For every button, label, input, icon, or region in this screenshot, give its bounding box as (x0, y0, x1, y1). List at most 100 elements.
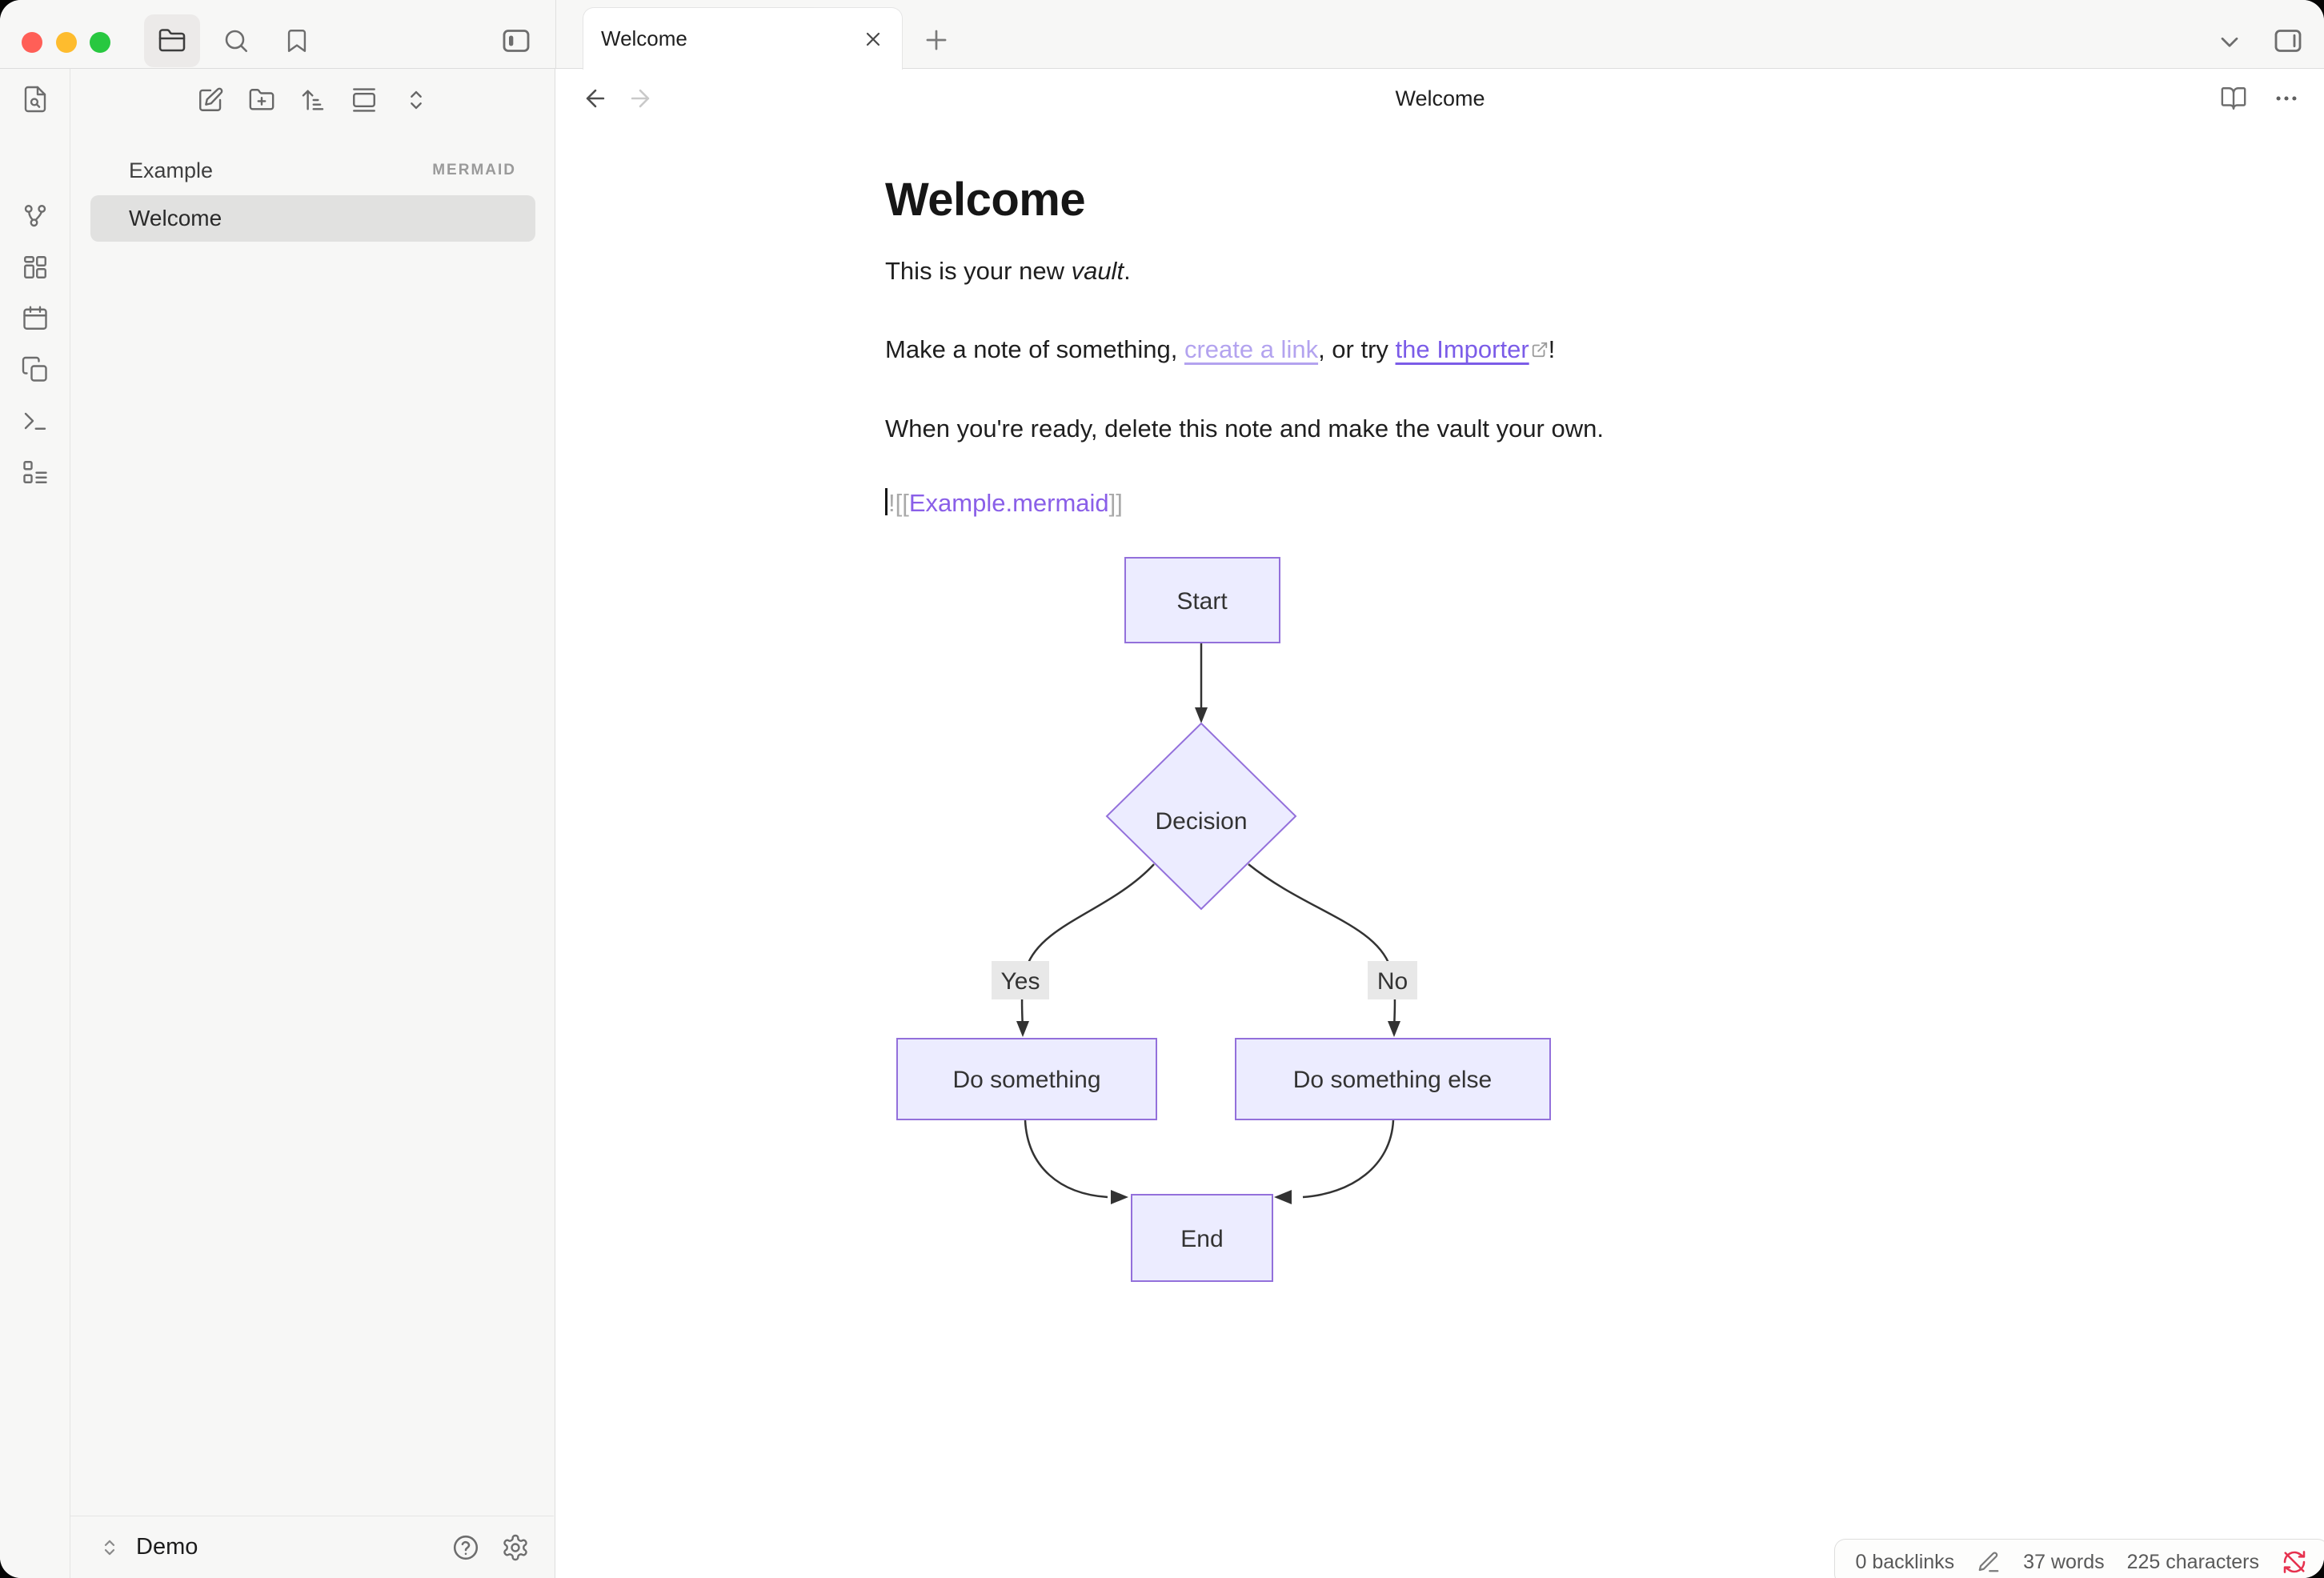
character-count: 225 characters (2126, 1550, 2259, 1573)
editor-pane: Welcome Welcome This is your new vault. … (556, 69, 2324, 1578)
embed-link-target[interactable]: Example.mermaid (908, 489, 1109, 517)
vault-switcher[interactable]: Demo (70, 1516, 554, 1578)
node-end (1131, 1194, 1273, 1282)
sort-icon[interactable] (299, 86, 327, 114)
paragraph-3: When you're ready, delete this note and … (885, 415, 1604, 443)
text: . (1124, 257, 1131, 285)
settings-icon[interactable] (501, 1533, 530, 1562)
copy-icon[interactable] (21, 355, 50, 384)
embed-close-brackets: ]] (1108, 489, 1123, 517)
gallery-icon[interactable] (351, 86, 378, 114)
back-icon[interactable] (582, 85, 609, 112)
embed-open-brackets: [[ (895, 489, 909, 517)
file-extension-badge: MERMAID (432, 162, 516, 178)
text: ! (1548, 335, 1556, 363)
edge-decision-no (1248, 863, 1396, 1030)
list-todo-icon[interactable] (21, 458, 50, 487)
arrowhead (1016, 1021, 1029, 1037)
bookmarks-button[interactable] (270, 14, 323, 67)
italic-text: vault (1071, 257, 1124, 285)
arrowhead (1388, 1021, 1400, 1037)
file-name: Example (129, 158, 214, 182)
edge-decision-yes (1020, 863, 1155, 1030)
node-label-start: Start (1176, 588, 1228, 615)
status-bar: 0 backlinks 37 words 225 characters (1833, 1539, 2324, 1578)
paragraph-1: This is your new vault. (885, 255, 2110, 287)
embed-syntax-line[interactable]: ![[Example.mermaid]] (885, 487, 2110, 520)
backlinks-count[interactable]: 0 backlinks (1855, 1550, 1955, 1573)
new-folder-icon[interactable] (248, 86, 275, 114)
note-heading: Welcome (885, 174, 1086, 226)
new-tab-icon (921, 25, 952, 55)
graph-icon[interactable] (21, 202, 50, 230)
search-button[interactable] (210, 14, 262, 67)
vault-switcher-icon (98, 1536, 122, 1560)
edge-dosomething-end (1024, 1119, 1108, 1199)
edge-label-bg (1368, 961, 1417, 999)
file-row-example[interactable]: Example MERMAID (90, 147, 535, 194)
window-close-button[interactable] (22, 32, 42, 53)
sync-off-icon[interactable] (2282, 1549, 2307, 1575)
tab-welcome[interactable]: Welcome (583, 7, 903, 70)
more-options-icon[interactable] (2273, 85, 2300, 112)
file-explorer: Example MERMAID Welcome Demo (70, 69, 555, 1578)
node-label-decision: Decision (1155, 808, 1247, 835)
canvas-icon[interactable] (21, 253, 50, 282)
view-header: Welcome (556, 69, 2324, 128)
text-cursor (885, 488, 888, 515)
node-do-something (896, 1038, 1157, 1120)
help-icon[interactable] (451, 1533, 480, 1562)
word-count: 37 words (2023, 1550, 2105, 1573)
vault-name: Demo (136, 1534, 198, 1560)
arrowhead (1111, 1190, 1128, 1204)
expand-collapse-icon[interactable] (403, 86, 430, 114)
window-minimize-button[interactable] (56, 32, 77, 53)
text: Make a note of something, (885, 335, 1184, 363)
window-zoom-button[interactable] (90, 32, 110, 53)
tab-list-chevron-icon (2215, 27, 2244, 56)
node-decision (1105, 722, 1297, 911)
external-link-icon (1531, 334, 1549, 366)
embed-bang: ! (888, 489, 896, 517)
arrowhead (1195, 707, 1208, 723)
tab-list-button[interactable] (2206, 18, 2254, 66)
edge-label-bg (992, 961, 1049, 999)
edge-label-no: No (1377, 968, 1408, 995)
internal-link-create-a-link[interactable]: create a link (1184, 335, 1319, 363)
file-search-icon[interactable] (21, 85, 50, 114)
external-link-the-importer[interactable]: the Importer (1395, 335, 1529, 363)
text: This is your new (885, 257, 1072, 285)
terminal-icon[interactable] (21, 407, 50, 435)
tab-title: Welcome (601, 26, 687, 50)
calendar-icon[interactable] (21, 304, 50, 333)
edge-dosomethingelse-end (1302, 1119, 1395, 1199)
node-label-do-something: Do something (952, 1067, 1100, 1093)
file-row-welcome[interactable]: Welcome (90, 195, 535, 242)
folder-icon (158, 26, 186, 55)
paragraph-2: Make a note of something, create a link,… (885, 334, 2110, 366)
node-label-end: End (1180, 1226, 1223, 1252)
toggle-left-sidebar-button[interactable] (490, 14, 543, 67)
new-note-icon[interactable] (197, 86, 224, 114)
toggle-right-sidebar-button[interactable] (2262, 14, 2314, 67)
close-icon[interactable] (862, 28, 884, 50)
bookmark-icon (283, 27, 311, 54)
files-toggle-button[interactable] (144, 14, 200, 67)
new-tab-button[interactable] (912, 16, 960, 64)
pane-divider (555, 0, 556, 68)
search-icon (222, 26, 250, 55)
panel-right-icon (2272, 25, 2304, 57)
node-label-do-something-else: Do something else (1293, 1067, 1492, 1093)
forward-icon[interactable] (627, 85, 654, 112)
file-name: Welcome (129, 206, 222, 230)
arrowhead (1274, 1190, 1292, 1204)
panel-left-icon (500, 25, 532, 57)
node-start (1124, 557, 1280, 643)
title-bar: Welcome (0, 0, 2324, 70)
left-ribbon (0, 69, 70, 1578)
reading-view-icon[interactable] (2220, 85, 2247, 112)
note-editor[interactable]: Welcome This is your new vault. Make a n… (885, 173, 2110, 1292)
text: , or try (1318, 335, 1396, 363)
edit-mode-icon[interactable] (1977, 1550, 2001, 1574)
